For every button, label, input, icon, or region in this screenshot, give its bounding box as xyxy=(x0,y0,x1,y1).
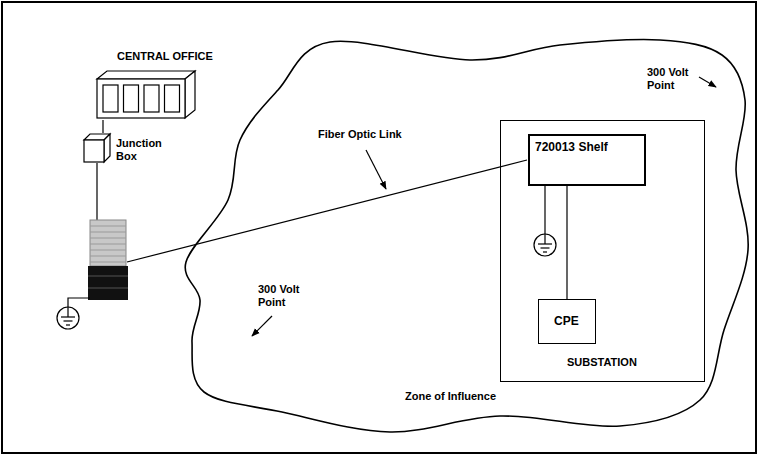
zone-of-influence: Zone of Influence SUBSTATION 720013 ShelfC… xyxy=(180,36,752,438)
box-front xyxy=(97,79,185,118)
connector-line xyxy=(566,186,567,299)
box-slot xyxy=(144,85,159,112)
cube-side xyxy=(104,134,110,162)
leader-arrow xyxy=(699,77,716,87)
node-label: Junction Box xyxy=(116,137,168,163)
substation-box: SUBSTATION 720013 ShelfCPE xyxy=(500,120,705,382)
leader-arrow xyxy=(252,316,272,336)
ground-symbol xyxy=(534,185,556,256)
node-label: CENTRAL OFFICE xyxy=(117,50,213,63)
node-label: CPE xyxy=(554,315,579,328)
connector-line xyxy=(102,120,103,133)
junction-cube-drawing xyxy=(83,133,111,163)
cube-front xyxy=(84,140,104,162)
central-office: CENTRAL OFFICE xyxy=(95,52,197,120)
leader-arrow xyxy=(366,150,386,189)
node-label: SUBSTATION xyxy=(567,356,637,369)
voltage-label: 300 Volt Point xyxy=(258,283,308,309)
cpe-box: CPE xyxy=(538,299,596,344)
shelf-box: 720013 Shelf xyxy=(528,134,646,186)
box-slot xyxy=(124,85,139,112)
tower-cabinet xyxy=(88,220,128,300)
box-slot xyxy=(103,85,118,112)
box-side xyxy=(185,71,195,118)
box-slot xyxy=(165,85,180,112)
box-top xyxy=(97,71,195,79)
office-box-drawing xyxy=(95,52,197,120)
junction-box: Junction Box xyxy=(83,133,111,163)
link-label: Fiber Optic Link xyxy=(318,128,438,141)
zone-outline-drawing xyxy=(180,36,752,438)
node-label: Zone of Influence xyxy=(405,390,496,403)
node-label: 720013 Shelf xyxy=(535,141,608,154)
ground-symbol xyxy=(57,298,90,329)
fiber-optic-line xyxy=(127,160,527,262)
zone-outline xyxy=(185,40,748,432)
voltage-label: 300 Volt Point xyxy=(647,66,697,92)
copper-wire xyxy=(96,163,97,222)
